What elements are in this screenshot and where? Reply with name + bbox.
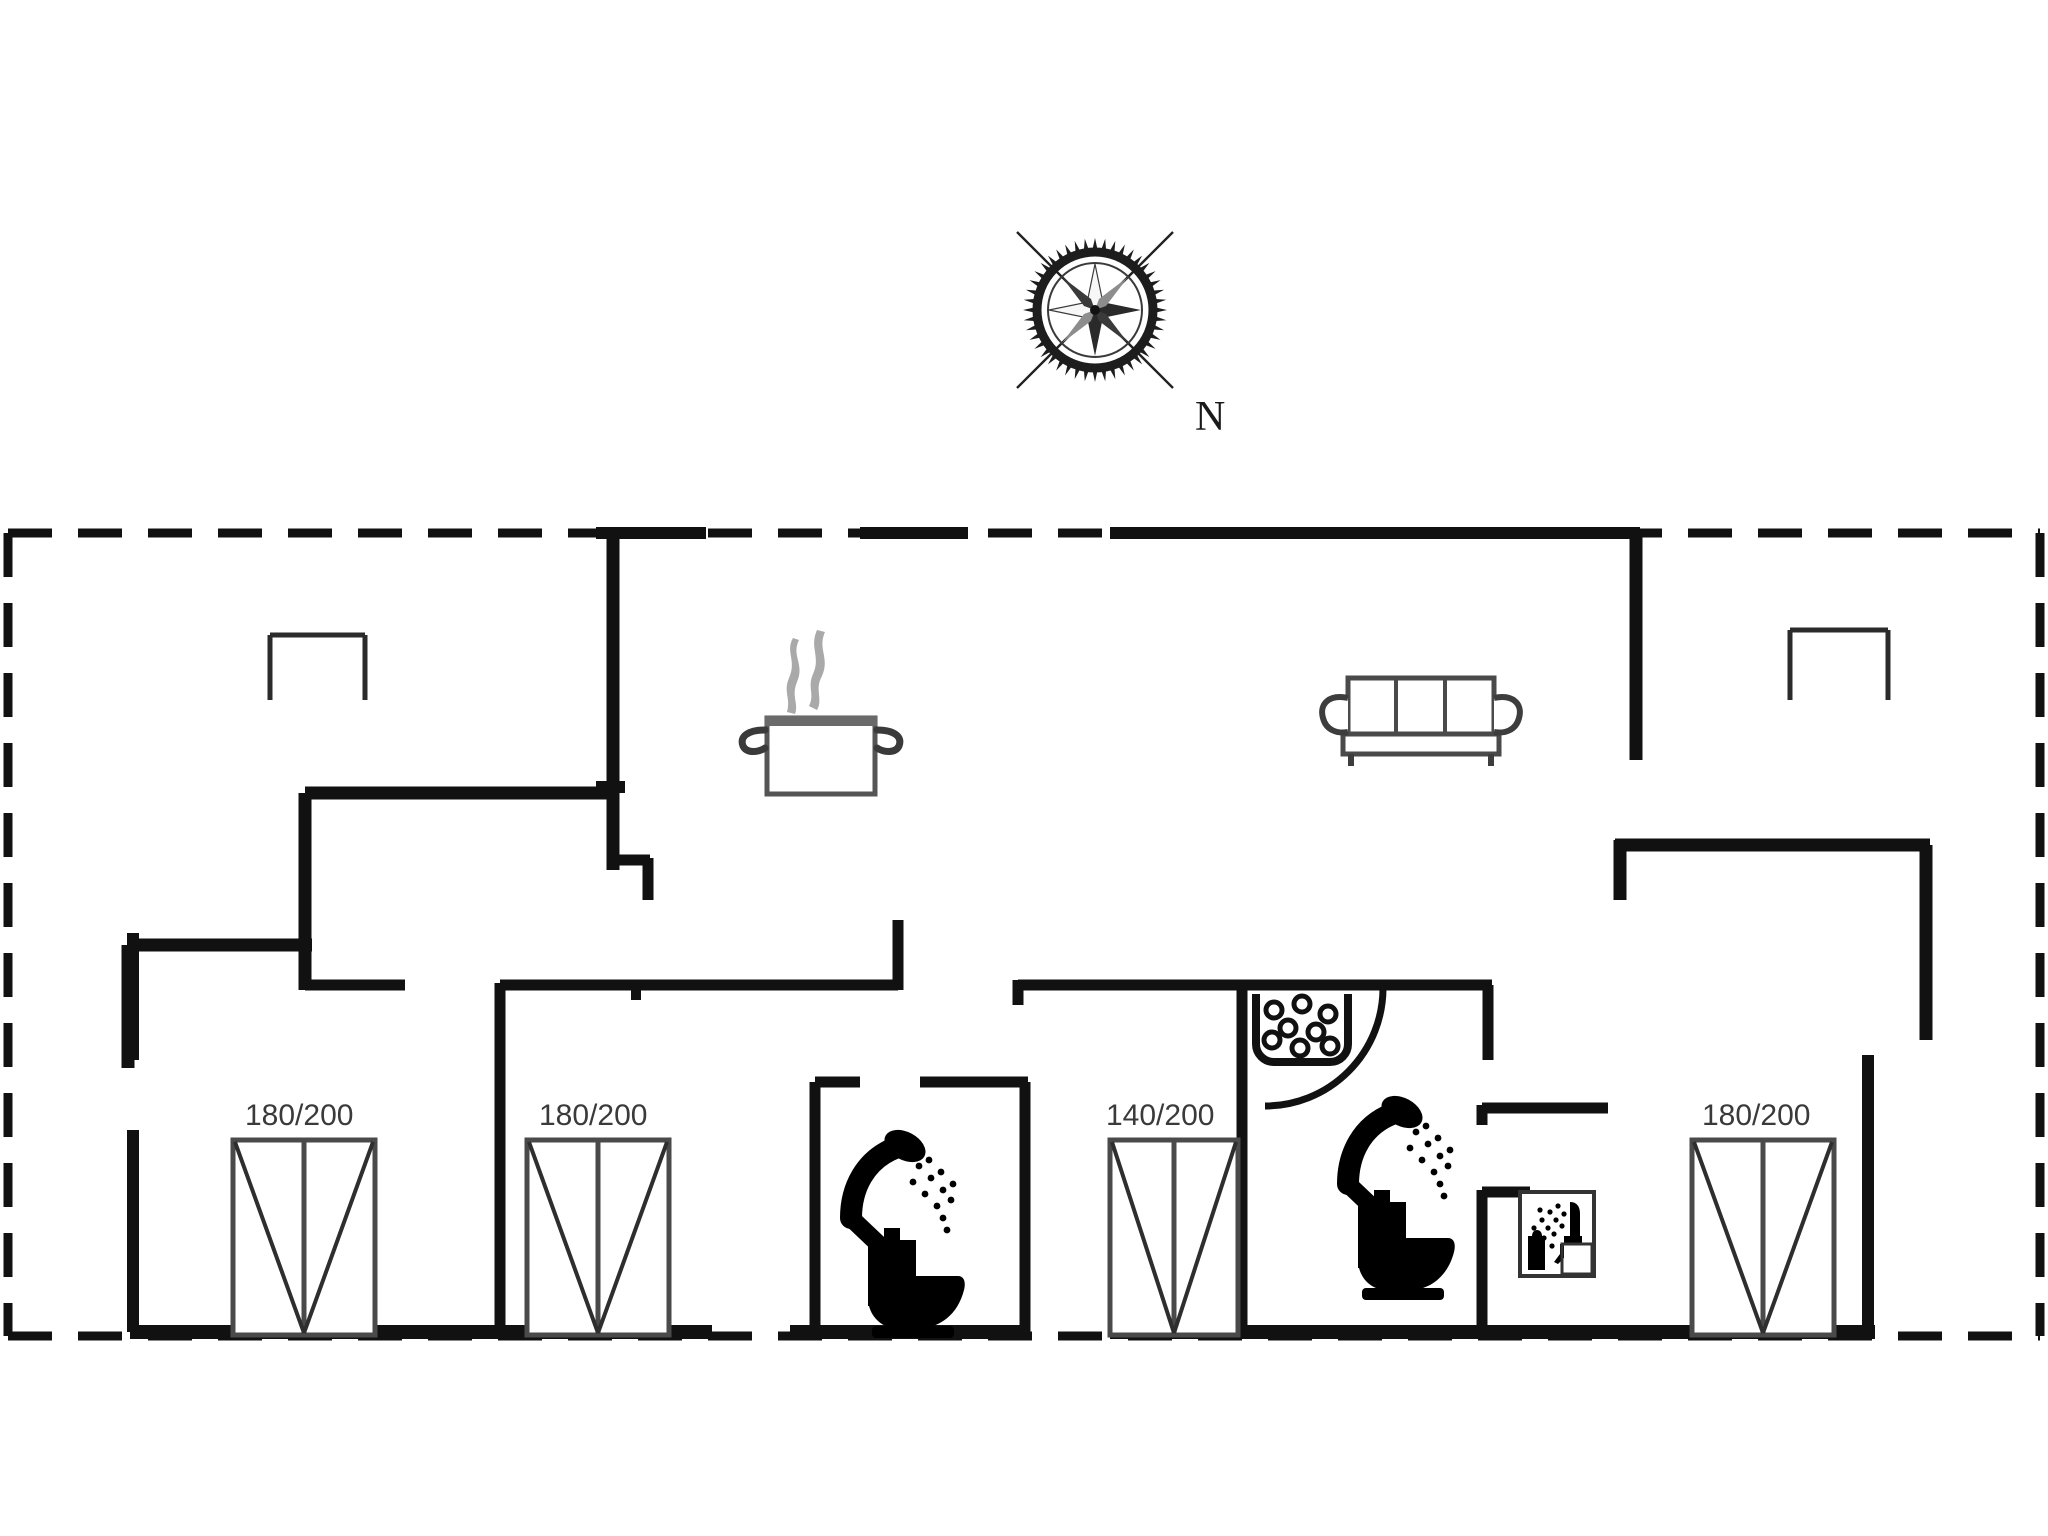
bed-size-label: 180/200 <box>539 1099 647 1132</box>
toilet-icon <box>1358 1190 1455 1300</box>
exterior-walls <box>127 527 1875 1339</box>
bed-symbol <box>524 1137 672 1338</box>
bed-size-label: 140/200 <box>1106 1099 1214 1132</box>
shower-spray <box>909 1156 957 1234</box>
compass-rose <box>1016 231 1174 389</box>
cooking-pot-icon <box>738 630 904 797</box>
washing-machine-icon <box>1252 993 1352 1066</box>
compass-north-label: N <box>1195 394 1225 440</box>
bed-symbol <box>230 1137 378 1338</box>
sauna-icon <box>1518 1190 1596 1278</box>
shower-icon <box>840 1129 957 1265</box>
bed-symbol <box>1689 1137 1837 1338</box>
compass-star <box>1048 263 1141 356</box>
wardrobe-icon <box>1787 627 1891 700</box>
wardrobe-icon <box>267 632 368 700</box>
bed-size-label: 180/200 <box>245 1099 353 1132</box>
toilet-icon <box>868 1228 965 1338</box>
compass-teeth <box>1023 238 1167 382</box>
door-swing-icon <box>1264 987 1387 1110</box>
sofa-icon <box>1319 675 1523 766</box>
bed-symbol <box>1107 1137 1241 1338</box>
steam <box>786 630 825 714</box>
interior-walls <box>121 533 1933 1332</box>
bed-size-label: 180/200 <box>1702 1099 1810 1132</box>
shower-spray <box>1406 1122 1454 1200</box>
bubbles <box>1261 993 1341 1059</box>
